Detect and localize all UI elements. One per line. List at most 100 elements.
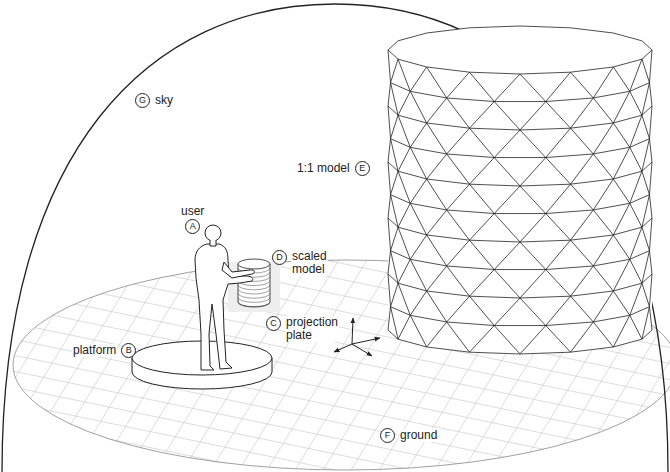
callout-letter: F: [380, 428, 395, 443]
facet-edge: [427, 179, 470, 184]
facet-edge: [391, 59, 399, 82]
facet-edge: [546, 270, 571, 297]
facet-edge: [546, 98, 594, 102]
facet-edge: [520, 242, 546, 270]
grid-line: [9, 250, 149, 472]
facet-edge: [469, 296, 520, 298]
facet-edge: [546, 128, 571, 157]
facet-edge: [410, 203, 426, 235]
facet-edge: [546, 72, 571, 101]
facet-edge: [469, 296, 494, 325]
callout-label: 1:1 modelE: [296, 161, 370, 176]
facet-edge: [469, 184, 494, 213]
facet-edge: [520, 72, 571, 74]
facet-edge: [649, 83, 652, 106]
grid-line: [0, 0, 670, 6]
facet-edge: [447, 266, 495, 270]
facet-edge: [642, 83, 650, 116]
facet-edge: [410, 259, 426, 291]
facet-edge: [391, 195, 399, 228]
facet-edge: [427, 154, 447, 179]
facet-edge: [630, 315, 642, 339]
facet-edge: [571, 347, 614, 352]
facet-edge: [593, 291, 613, 322]
facet-edge: [613, 259, 629, 291]
grid-line: [0, 406, 670, 472]
facet-edge: [593, 123, 613, 154]
facet-edge: [388, 50, 398, 59]
facet-edge: [427, 123, 470, 128]
facet-edge: [649, 218, 652, 251]
facet-edge: [427, 291, 447, 322]
facet-edge: [571, 266, 594, 296]
facet-edge: [391, 83, 399, 116]
facet-edge: [642, 50, 652, 59]
facet-edge: [494, 213, 546, 214]
facet-edge: [520, 326, 546, 354]
facet-edge: [427, 67, 447, 98]
facet-edge: [427, 179, 447, 210]
facet-edge: [546, 326, 571, 353]
grid-line: [0, 438, 670, 472]
facet-edge: [642, 274, 652, 283]
facet-edge: [546, 154, 594, 158]
facet-edge: [398, 315, 410, 339]
facet-edge: [642, 41, 652, 50]
facet-edge: [571, 28, 614, 33]
facet-edge: [391, 307, 411, 316]
facet-edge: [649, 195, 652, 218]
facet-edge: [613, 339, 642, 347]
facet-edge: [410, 259, 446, 266]
facet-edge: [642, 227, 650, 250]
callout-label: Cprojection plate: [266, 316, 339, 342]
facet-edge: [388, 218, 391, 251]
facet-edge: [494, 186, 520, 214]
facet-edge: [427, 322, 447, 347]
callout-label: Gsky: [135, 93, 174, 108]
facet-edge: [546, 158, 571, 185]
facet-edge: [593, 147, 629, 154]
facet-edge: [388, 162, 391, 195]
facet-edge: [593, 203, 629, 210]
callout-label: platformB: [72, 343, 136, 358]
facet-edge: [642, 106, 652, 115]
facet-edge: [613, 291, 629, 315]
facet-edge: [571, 210, 594, 240]
facet-edge: [447, 154, 495, 158]
grid-line: [0, 390, 670, 472]
facet-edge: [494, 270, 520, 298]
facet-edge: [520, 158, 546, 186]
facet-edge: [520, 186, 546, 214]
facet-edge: [571, 291, 614, 296]
facet-edge: [469, 352, 520, 354]
facet-edge: [391, 251, 411, 260]
facet-edge: [642, 115, 650, 138]
facet-edge: [571, 240, 594, 266]
facet-edge: [593, 154, 613, 179]
facet-edge: [494, 101, 546, 102]
facet-edge: [649, 274, 652, 307]
facet-edge: [469, 214, 494, 241]
facet-edge: [630, 307, 650, 316]
facet-edge: [447, 98, 495, 102]
facet-edge: [427, 123, 447, 154]
facet-edge: [410, 291, 426, 315]
facet-edge: [398, 259, 410, 283]
facet-edge: [398, 171, 427, 179]
facet-edge: [447, 322, 495, 326]
facet-edge: [388, 307, 391, 330]
facet-edge: [494, 102, 520, 130]
projection-plate-axes: [334, 318, 380, 356]
facet-edge: [469, 184, 520, 186]
grid-line: [0, 358, 670, 472]
facet-edge: [398, 91, 410, 115]
part-name: platform: [72, 344, 117, 357]
sky-dome: [2, 4, 668, 472]
facet-edge: [469, 128, 494, 157]
facet-edge: [494, 74, 520, 102]
facet-edge: [649, 139, 652, 162]
facet-edge: [546, 266, 594, 270]
facet-edge: [520, 26, 571, 28]
